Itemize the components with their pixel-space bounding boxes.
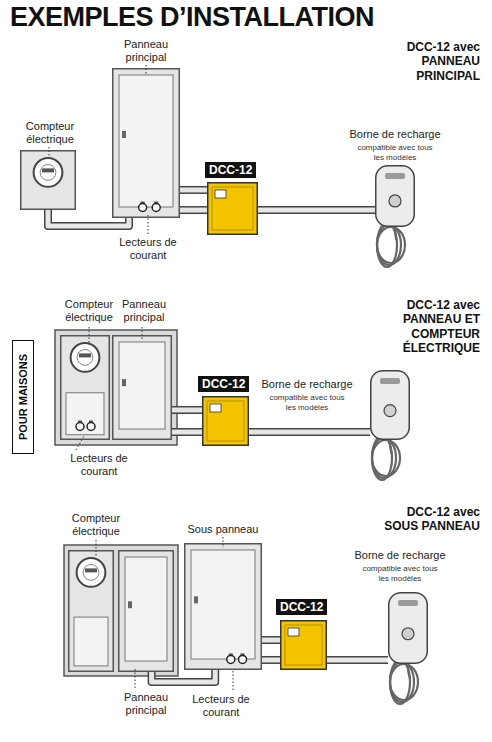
conduit-pipe (249, 432, 370, 433)
leader-line (135, 668, 136, 688)
current-sensor (139, 202, 147, 212)
node-outline (112, 335, 172, 440)
current-sensor (87, 421, 95, 431)
part-label: Lecteurs de courant (190, 693, 252, 718)
node-outline (118, 550, 174, 672)
side-tab: POUR MAISONS (12, 340, 34, 454)
conduit-pipe (262, 659, 280, 660)
leader-line (223, 537, 224, 548)
node-label: Compteur électrique (18, 120, 82, 145)
node-outline (184, 543, 262, 670)
side-tab-text: POUR MAISONS (17, 354, 29, 440)
charging-station: Borne de rechargecompatible avec tous le… (388, 592, 428, 664)
node-label: Panneau principal (115, 691, 177, 716)
section-title: DCC-12 avec PANNEAU PRINCIPAL (370, 40, 480, 83)
note-text: compatible avec tous les modèles (267, 393, 347, 412)
leader-line (233, 670, 234, 690)
current-sensor (227, 653, 235, 663)
node-label: Compteur électrique (58, 298, 120, 323)
dcc-unit-box: DCC-12 (207, 182, 258, 235)
node-label: Panneau principal (116, 38, 176, 63)
part-label: Lecteurs de courant (117, 236, 179, 261)
current-sensor (152, 202, 160, 212)
leader-line (76, 436, 84, 450)
conduit-pipe (262, 640, 280, 641)
leader-line (142, 327, 143, 340)
electric-meter: Compteur électrique (60, 335, 110, 440)
electrical-panel: Sous panneau (184, 543, 262, 670)
electrical-panel: Panneau principal (112, 68, 180, 218)
node-label: Borne de recharge (345, 549, 455, 562)
dcc-unit-box: DCC-12 (280, 620, 327, 670)
meter-panel-enclosure (55, 330, 177, 445)
node-outline (68, 550, 114, 672)
current-sensor (239, 653, 247, 663)
unit-tag: DCC-12 (276, 599, 327, 615)
node-outline (60, 335, 110, 440)
node-label: Sous panneau (183, 523, 263, 536)
dcc-unit-box: DCC-12 (202, 396, 249, 446)
conduit-pipe (258, 209, 375, 210)
section-title: DCC-12 avec SOUS PANNEAU (370, 505, 480, 534)
note-text: compatible avec tous les modèles (355, 143, 435, 162)
leader-line (89, 327, 90, 345)
part-label: Lecteurs de courant (68, 452, 130, 477)
node-label: Borne de recharge (340, 128, 450, 141)
conduit-pipe (180, 210, 207, 211)
conduit-pipe (172, 432, 202, 433)
node-outline (207, 182, 258, 235)
leader-line (146, 65, 147, 74)
conduit-pipe (327, 660, 388, 661)
charging-station: Borne de rechargecompatible avec tous le… (370, 370, 410, 440)
electric-meter: Compteur électrique (20, 150, 76, 210)
node-outline (112, 68, 180, 218)
node-outline (202, 396, 249, 446)
page-title: EXEMPLES D’INSTALLATION (10, 2, 374, 33)
node-label: Compteur électrique (65, 512, 127, 537)
conduit-pipe (180, 189, 207, 190)
meter-panel-enclosure (64, 545, 178, 676)
node-outline (388, 592, 428, 664)
leader-line (49, 147, 50, 156)
note-text: compatible avec tous les modèles (360, 564, 440, 583)
unit-tag: DCC-12 (198, 376, 249, 392)
electrical-panel: Panneau principal (112, 335, 172, 440)
section-title: DCC-12 avec PANNEAU ET COMPTEUR ÉLECTRIQ… (370, 298, 480, 356)
leader-line (148, 214, 149, 234)
electrical-panel: Panneau principal (118, 550, 174, 672)
conduit-pipe (172, 409, 202, 410)
electric-meter: Compteur électrique (68, 550, 114, 672)
node-label: Panneau principal (114, 298, 174, 323)
leader-line (96, 540, 97, 556)
node-outline (280, 620, 327, 670)
charging-station: Borne de rechargecompatible avec tous le… (375, 165, 415, 227)
node-label: Borne de recharge (252, 378, 362, 391)
node-outline (370, 370, 410, 440)
node-outline (375, 165, 415, 227)
node-outline (20, 150, 76, 210)
unit-tag: DCC-12 (205, 162, 256, 178)
current-sensor (76, 421, 84, 431)
